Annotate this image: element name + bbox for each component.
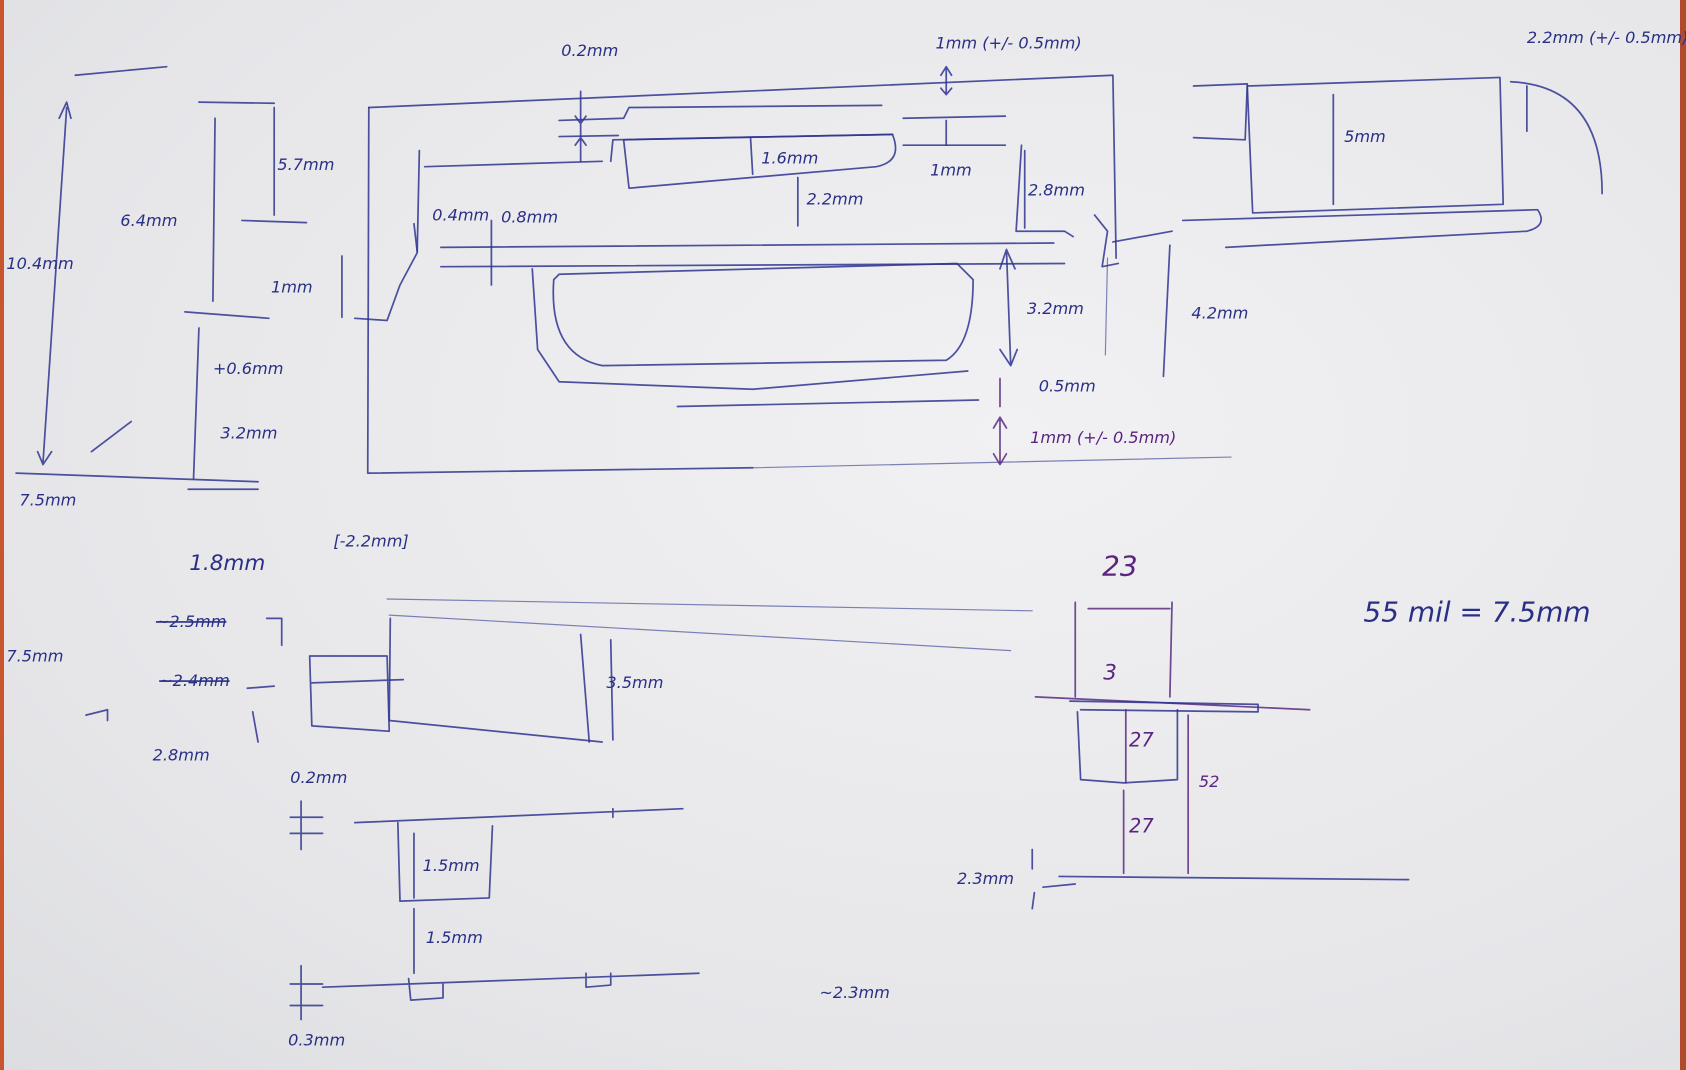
dimension-labels: 0.2mm 1mm (+/- 0.5mm) 2.2mm (+/- 0.5mm) … xyxy=(6,28,1686,1049)
label-right-step: 2.8mm xyxy=(1028,181,1085,200)
paper-edge xyxy=(0,0,4,1070)
label-0-3: 0.3mm xyxy=(288,1030,345,1049)
label-circled: 6.4mm xyxy=(120,211,177,230)
label-struck-a: ~2.5mm xyxy=(156,612,227,631)
label-top-clearance: 1mm (+/- 0.5mm) xyxy=(935,33,1081,52)
label-bottom-clearance: 1mm (+/- 0.5mm) xyxy=(1030,428,1176,447)
label-lower-32: 3.2mm xyxy=(220,424,277,443)
label-2-8: 2.8mm xyxy=(153,745,210,764)
lower-right-lines xyxy=(1031,601,1410,910)
label-d27b: 27 xyxy=(1129,814,1154,837)
label-cavity: 3.2mm xyxy=(1027,299,1084,318)
label-struck-b: ~2.4mm xyxy=(159,671,230,690)
label-left-1mm: 1mm xyxy=(271,278,313,297)
label-base-75: 7.5mm xyxy=(19,490,76,509)
label-step-b: 0.8mm xyxy=(501,208,558,227)
label-plus-06: +0.6mm xyxy=(213,359,284,378)
label-top-shim: 0.2mm xyxy=(561,41,618,60)
label-bracket: [-2.2mm] xyxy=(333,531,408,550)
label-right-wall: 4.2mm xyxy=(1191,303,1248,322)
label-0-2: 0.2mm xyxy=(290,768,347,787)
label-2-3: ~2.3mm xyxy=(819,983,890,1002)
label-d52: 52 xyxy=(1199,772,1219,791)
label-step-a: 0.4mm xyxy=(432,205,489,224)
upper-section-lines xyxy=(341,65,1232,475)
label-1-8: 1.8mm xyxy=(189,551,265,576)
label-gap-1mm: 1mm xyxy=(930,160,972,179)
label-3-5: 3.5mm xyxy=(606,673,663,692)
label-mil-note: 55 mil = 7.5mm xyxy=(1363,596,1590,629)
label-1-5b: 1.5mm xyxy=(426,928,483,947)
paper-edge xyxy=(1680,0,1686,1070)
right-block-lines xyxy=(1181,76,1603,249)
label-right-clearance: 2.2mm (+/- 0.5mm) xyxy=(1527,28,1686,47)
label-width-23: 23 xyxy=(1102,549,1138,582)
label-upper-height: 5.7mm xyxy=(277,155,334,174)
label-d23mm: 2.3mm xyxy=(957,869,1014,888)
lower-left-lines xyxy=(85,598,1033,1021)
label-slot-height: 1.6mm xyxy=(761,148,818,167)
left-dimension-lines xyxy=(15,65,308,491)
label-d3: 3 xyxy=(1103,661,1117,686)
label-d27a: 27 xyxy=(1129,728,1154,751)
label-bottom-gap: 0.5mm xyxy=(1039,376,1096,395)
label-7-5: 7.5mm xyxy=(6,646,63,665)
label-mid-gap: 2.2mm xyxy=(806,189,863,208)
label-block-5mm: 5mm xyxy=(1344,127,1386,146)
label-total-height: 10.4mm xyxy=(6,254,73,273)
label-1-5a: 1.5mm xyxy=(423,856,480,875)
